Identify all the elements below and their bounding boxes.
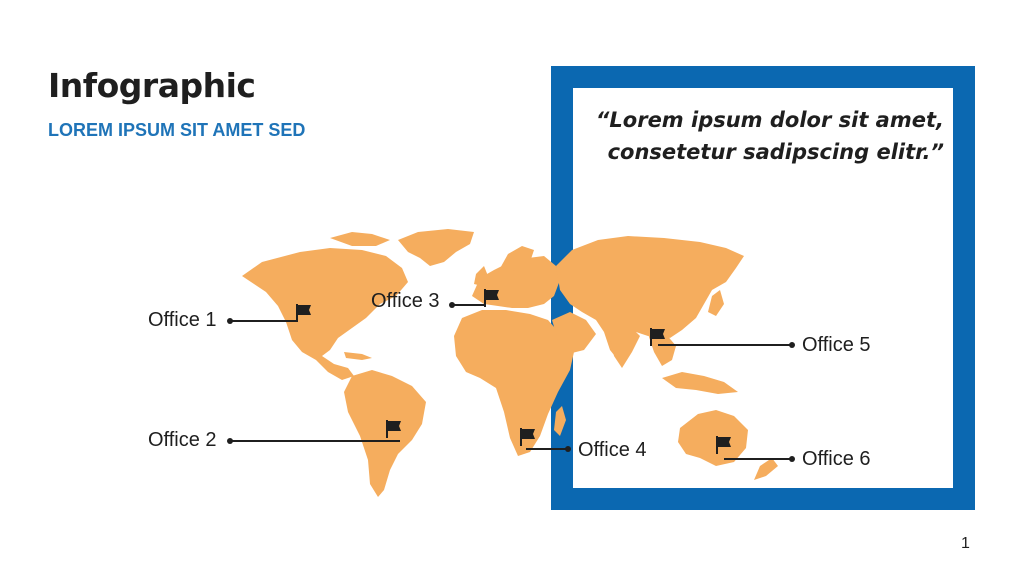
office-2-label: Office 2: [148, 429, 217, 451]
landmass-caribbean: [344, 352, 372, 360]
office-1-dot: [227, 318, 233, 324]
landmass-southeast-asia: [648, 334, 676, 366]
office-3-label: Office 3: [371, 290, 440, 312]
landmass-arabia: [552, 312, 596, 354]
office-6-dot: [789, 456, 795, 462]
landmass-new-zealand: [754, 458, 778, 480]
landmass-australia: [678, 410, 748, 466]
quote-line-2: consetetur sadipscing elitr.”: [607, 140, 944, 164]
flag-icon: [716, 436, 731, 454]
flag-icon: [484, 289, 499, 307]
landmass-north-america: [242, 248, 408, 380]
flag-icon: [520, 428, 535, 446]
quote-line-1: “Lorem ipsum dolor sit amet,: [595, 108, 944, 132]
landmass-indonesia: [662, 372, 738, 394]
office-6-label: Office 6: [802, 448, 871, 470]
slide-subtitle: LOREM IPSUM SIT AMET SED: [48, 120, 306, 140]
landmass-asia: [556, 236, 744, 360]
landmass-greenland: [398, 229, 474, 266]
continents: [242, 229, 778, 497]
office-4-label: Office 4: [578, 439, 647, 461]
landmass-south-america: [344, 370, 426, 497]
flag-icon: [296, 304, 311, 322]
office-5-label: Office 5: [802, 334, 871, 356]
flag-icon: [650, 328, 665, 346]
slide-title: Infographic: [48, 66, 256, 105]
landmass-scandinavia: [498, 246, 534, 272]
quote-text: “Lorem ipsum dolor sit amet, consetetur …: [584, 104, 944, 168]
landmass-arctic-islands: [330, 232, 390, 246]
flag-icon: [386, 420, 401, 438]
landmass-africa: [454, 310, 574, 456]
office-3-dot: [449, 302, 455, 308]
page-number: 1: [961, 535, 970, 552]
landmass-japan: [708, 290, 724, 316]
office-4-dot: [565, 446, 571, 452]
landmass-madagascar: [554, 406, 566, 436]
office-5-dot: [789, 342, 795, 348]
office-2-dot: [227, 438, 233, 444]
landmass-india: [608, 326, 640, 368]
landmass-uk: [474, 266, 488, 286]
office-1-label: Office 1: [148, 309, 217, 331]
